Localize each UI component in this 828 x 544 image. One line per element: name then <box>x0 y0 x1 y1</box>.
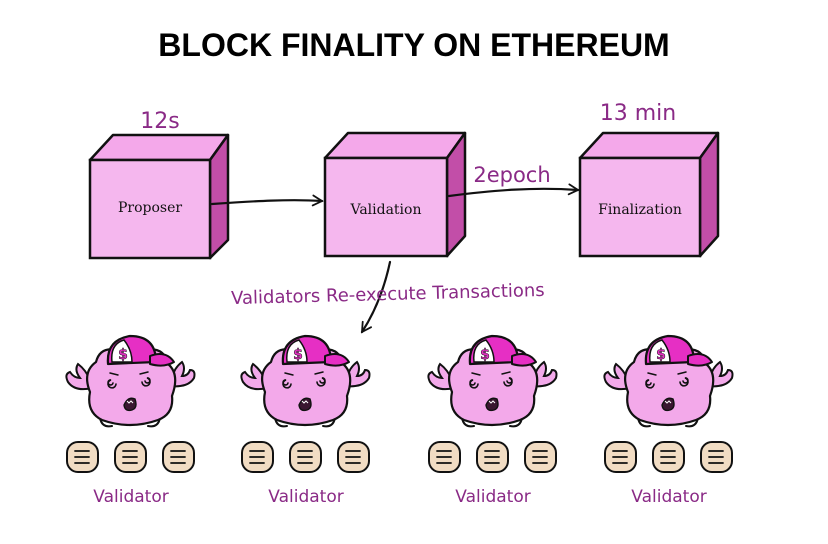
arrow-validation-to-validators <box>360 260 392 334</box>
transaction-token <box>162 441 195 473</box>
dollar-icon: $ <box>293 347 303 363</box>
transaction-token <box>241 441 274 473</box>
dollar-icon: $ <box>656 347 666 363</box>
left-eye <box>282 379 292 389</box>
arrow-proposer-to-validation <box>210 194 324 207</box>
left-claw <box>240 362 269 391</box>
right-eye <box>316 377 326 387</box>
mascot-teeth <box>301 400 309 404</box>
right-eye <box>141 377 151 387</box>
transaction-token <box>700 441 733 473</box>
lines-icon <box>345 450 361 464</box>
validator-label: Validator <box>93 487 168 507</box>
validator-1: $ Validator <box>65 334 196 507</box>
left-eye <box>645 379 655 389</box>
lines-icon <box>660 450 676 464</box>
arrow-validation-to-finalization <box>447 183 580 198</box>
lines-icon <box>74 450 90 464</box>
lines-icon <box>532 450 548 464</box>
validator-label: Validator <box>455 487 530 507</box>
left-claw <box>603 362 632 391</box>
transaction-token <box>289 441 322 473</box>
cap-panel <box>286 339 308 363</box>
cap-brim <box>511 353 537 367</box>
dollar-icon: $ <box>118 347 128 363</box>
validator-4: $ Validator <box>603 334 734 507</box>
lines-icon <box>708 450 724 464</box>
stage-label-validation: Validation <box>350 202 422 218</box>
lines-icon <box>484 450 500 464</box>
lines-icon <box>122 450 138 464</box>
lines-icon <box>170 450 186 464</box>
cube-front-face <box>578 156 702 258</box>
transactions <box>604 441 733 473</box>
validator-mascot: $ <box>65 334 196 428</box>
lines-icon <box>297 450 313 464</box>
validator-mascot: $ <box>603 334 734 428</box>
cube-front-face <box>323 156 449 258</box>
cap-brim <box>149 353 175 367</box>
stage-label-proposer: Proposer <box>118 200 182 216</box>
edge-label-2epoch: 2epoch <box>473 163 550 187</box>
transactions <box>241 441 370 473</box>
brows <box>471 371 511 376</box>
cap-panel <box>473 339 495 363</box>
stage-proposer: Proposer <box>88 133 230 260</box>
transaction-token <box>652 441 685 473</box>
brows <box>109 371 149 376</box>
validator-label: Validator <box>268 487 343 507</box>
stage-finalization: Finalization <box>578 131 720 258</box>
transaction-token <box>604 441 637 473</box>
cube-top-face <box>578 131 720 160</box>
cap-brim <box>324 353 350 367</box>
validator-3: $ Validator <box>427 334 558 507</box>
cap-brim <box>687 353 713 367</box>
transaction-token <box>66 441 99 473</box>
mascot-teeth <box>488 400 496 404</box>
lines-icon <box>249 450 265 464</box>
lines-icon <box>436 450 452 464</box>
cube-top-face <box>88 133 230 162</box>
validator-label: Validator <box>631 487 706 507</box>
stage-time-finalization: 13 min <box>600 101 676 126</box>
left-claw <box>427 362 456 391</box>
transaction-token <box>524 441 557 473</box>
transactions <box>428 441 557 473</box>
cube-front-face <box>88 158 212 260</box>
transaction-token <box>428 441 461 473</box>
brows <box>647 371 687 376</box>
cube-top-face <box>323 131 467 160</box>
transaction-token <box>114 441 147 473</box>
transaction-token <box>476 441 509 473</box>
mascot-teeth <box>126 400 134 404</box>
left-claw <box>65 362 94 391</box>
mascot-teeth <box>664 400 672 404</box>
validator-mascot: $ <box>240 334 371 428</box>
right-eye <box>679 377 689 387</box>
dollar-icon: $ <box>480 347 490 363</box>
cap-panel <box>649 339 671 363</box>
right-eye <box>503 377 513 387</box>
validator-2: $ Validator <box>240 334 371 507</box>
stage-time-proposer: 12s <box>140 109 179 134</box>
validator-mascot: $ <box>427 334 558 428</box>
left-eye <box>107 379 117 389</box>
left-eye <box>469 379 479 389</box>
brows <box>284 371 324 376</box>
reexecute-label: Validators Re-execute Transactions <box>231 280 545 309</box>
diagram-title: BLOCK FINALITY ON ETHEREUM <box>158 27 669 63</box>
stage-label-finalization: Finalization <box>598 202 682 218</box>
stage-validation: Validation <box>323 131 467 258</box>
transaction-token <box>337 441 370 473</box>
transactions <box>66 441 195 473</box>
cap-panel <box>111 339 133 363</box>
validators-row: $ Validator $ Validator $ Validator $ Validator <box>65 334 734 507</box>
lines-icon <box>612 450 628 464</box>
